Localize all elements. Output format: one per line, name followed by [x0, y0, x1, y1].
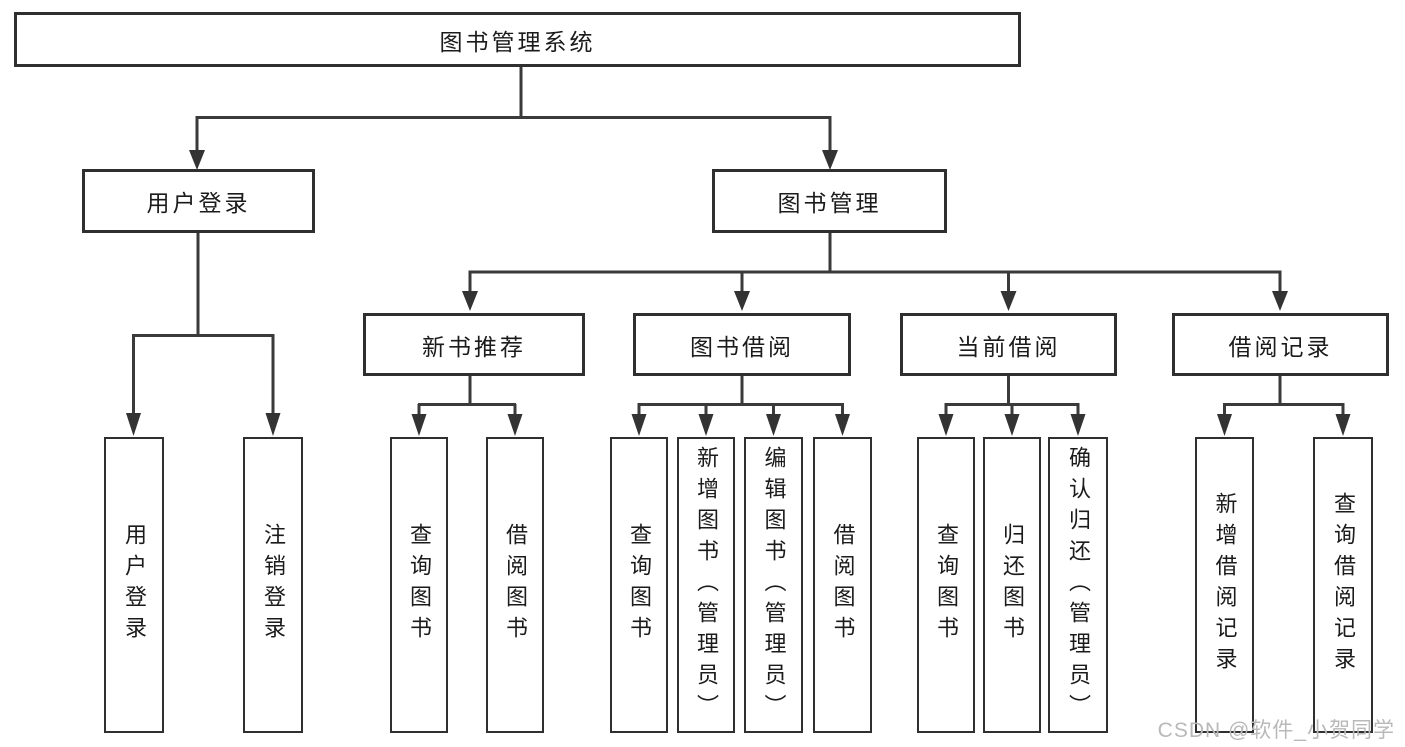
node-leaf-user-login-label: 用户登录: [122, 523, 147, 647]
node-leaf-return-books-label: 归还图书: [1000, 523, 1025, 647]
arrow-down-icon: [411, 414, 427, 436]
arrow-down-icon: [1004, 414, 1020, 436]
node-new-book-recommend-label: 新书推荐: [422, 333, 526, 360]
node-current-borrowing: 当前借阅: [900, 313, 1117, 376]
node-borrowing-records: 借阅记录: [1172, 313, 1389, 376]
node-book-management-label: 图书管理: [777, 190, 882, 216]
node-leaf-borrow-books-recommend: 借阅图书: [486, 437, 544, 733]
node-leaf-add-books-admin-label: 新增图书（管理员）: [694, 445, 719, 725]
node-current-borrowing-label: 当前借阅: [956, 333, 1061, 360]
node-leaf-edit-books-admin: 编辑图书（管理员）: [744, 437, 803, 733]
node-leaf-borrow-books-borrowing-label: 借阅图书: [830, 523, 856, 647]
node-leaf-borrow-books-recommend-label: 借阅图书: [503, 523, 528, 647]
csdn-watermark: CSDN @软件_小贺同学: [1157, 719, 1395, 742]
node-root-label: 图书管理系统: [439, 28, 596, 55]
node-leaf-borrow-books-borrowing: 借阅图书: [813, 437, 872, 733]
node-leaf-confirm-return-admin: 确认归还（管理员）: [1048, 437, 1108, 733]
node-user-login: 用户登录: [82, 169, 315, 233]
arrow-down-icon: [507, 414, 523, 436]
arrow-down-icon: [734, 291, 750, 311]
node-book-borrowing: 图书借阅: [633, 313, 851, 376]
arrow-down-icon: [835, 414, 850, 436]
arrow-down-icon: [1272, 291, 1288, 311]
node-user-login-label: 用户登录: [146, 190, 251, 216]
node-leaf-logout-label: 注销登录: [261, 523, 286, 647]
arrow-down-icon: [462, 291, 478, 311]
arrow-down-icon: [1217, 414, 1232, 436]
node-leaf-add-borrow-record-label: 新增借阅记录: [1212, 492, 1238, 678]
node-leaf-query-borrow-record-label: 查询借阅记录: [1331, 492, 1356, 678]
node-leaf-logout: 注销登录: [243, 437, 303, 733]
node-book-management: 图书管理: [712, 169, 947, 233]
node-leaf-query-books-recommend: 查询图书: [390, 437, 448, 733]
node-new-book-recommend: 新书推荐: [363, 313, 585, 376]
arrow-down-icon: [938, 414, 954, 436]
node-leaf-query-books-current: 查询图书: [917, 437, 975, 733]
node-root: 图书管理系统: [14, 12, 1021, 67]
node-book-borrowing-label: 图书借阅: [690, 333, 794, 360]
node-leaf-query-borrow-record: 查询借阅记录: [1313, 437, 1373, 733]
arrow-down-icon: [265, 413, 281, 436]
arrow-down-icon: [189, 150, 205, 170]
arrow-down-icon: [822, 150, 838, 170]
node-leaf-add-borrow-record: 新增借阅记录: [1195, 437, 1254, 733]
arrow-down-icon: [1335, 414, 1351, 436]
node-leaf-query-books-current-label: 查询图书: [934, 523, 959, 647]
node-leaf-query-books-recommend-label: 查询图书: [407, 523, 432, 647]
node-borrowing-records-label: 借阅记录: [1228, 333, 1333, 360]
node-leaf-user-login: 用户登录: [104, 437, 164, 733]
arrow-down-icon: [766, 414, 781, 436]
arrow-down-icon: [126, 413, 141, 436]
node-leaf-return-books: 归还图书: [983, 437, 1041, 733]
node-leaf-confirm-return-admin-label: 确认归还（管理员）: [1066, 445, 1091, 725]
node-leaf-add-books-admin: 新增图书（管理员）: [677, 437, 735, 733]
arrow-down-icon: [1000, 291, 1017, 311]
node-leaf-edit-books-admin-label: 编辑图书（管理员）: [761, 445, 787, 725]
arrow-down-icon: [631, 414, 647, 436]
arrow-down-icon: [1070, 414, 1086, 436]
node-leaf-query-books-borrowing-label: 查询图书: [627, 523, 652, 647]
node-leaf-query-books-borrowing: 查询图书: [610, 437, 668, 733]
arrow-down-icon: [698, 414, 714, 436]
